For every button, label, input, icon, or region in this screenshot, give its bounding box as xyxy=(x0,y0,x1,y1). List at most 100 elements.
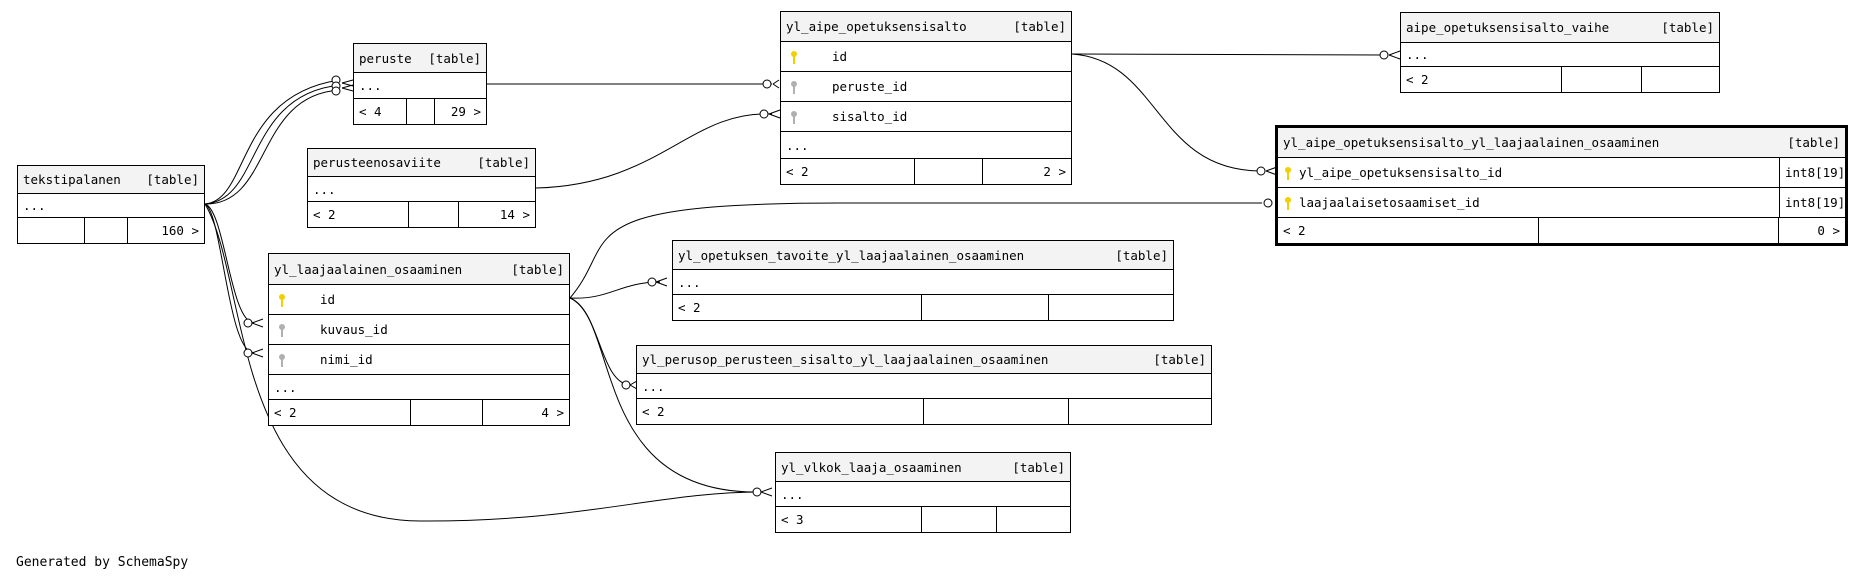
table-peruste[interactable]: peruste [table] ... < 4 29 > xyxy=(353,43,487,125)
column-yl-aipe-opetuksensisalto-id: yl_aipe_opetuksensisalto_id xyxy=(1299,165,1503,180)
edge-end-circle xyxy=(759,109,769,119)
edge-end-circle xyxy=(1263,198,1273,208)
footer-next[interactable] xyxy=(996,507,1070,532)
footer-mid xyxy=(408,202,458,227)
edge-end-circle xyxy=(243,348,253,358)
edge-end-circle xyxy=(1256,166,1266,176)
footer-prev[interactable]: < 2 xyxy=(678,300,701,315)
footer-prev[interactable] xyxy=(18,218,84,243)
footer-prev[interactable]: < 2 xyxy=(274,405,297,420)
edge-laaja-focus xyxy=(569,202,1262,299)
footer-prev[interactable]: < 2 xyxy=(1406,72,1429,87)
table-yl-aipe-opetuksensisalto[interactable]: yl_aipe_opetuksensisalto [table] id perus… xyxy=(780,11,1072,185)
footer-next[interactable]: 14 > xyxy=(458,202,535,227)
footer-next[interactable]: 2 > xyxy=(982,159,1071,184)
table-name: perusteenosaviite xyxy=(313,155,441,170)
footer-mid xyxy=(1538,218,1778,243)
column-type: int8[19] xyxy=(1779,158,1845,187)
primary-key-icon xyxy=(1285,196,1291,210)
table-yl-perusop-perusteen-sisalto-yl-laajaalainen-osaaminen[interactable]: yl_perusop_perusteen_sisalto_yl_laajaala… xyxy=(636,345,1212,425)
footer-mid xyxy=(921,507,996,532)
table-name: yl_perusop_perusteen_sisalto_yl_laajaala… xyxy=(642,352,1049,367)
primary-key-icon xyxy=(279,293,285,307)
column-peruste-id: peruste_id xyxy=(832,79,908,94)
generated-by-label: Generated by SchemaSpy xyxy=(16,555,189,570)
foreign-key-icon xyxy=(279,353,285,367)
edge-laaja-vlkok xyxy=(569,297,761,493)
footer-next[interactable]: 0 > xyxy=(1778,218,1845,243)
footer-next[interactable]: 160 > xyxy=(127,218,204,243)
footer-next[interactable]: 29 > xyxy=(434,99,486,124)
table-tag: [table] xyxy=(477,155,530,170)
footer-prev[interactable]: < 2 xyxy=(786,164,809,179)
edge-opetuksensisalto-vaihe xyxy=(1071,53,1386,56)
more-columns: ... xyxy=(678,274,701,290)
more-columns: ... xyxy=(642,378,665,394)
table-tag: [table] xyxy=(1661,20,1714,35)
column-kuvaus-id: kuvaus_id xyxy=(320,322,388,337)
primary-key-icon xyxy=(1285,166,1291,180)
footer-next[interactable] xyxy=(1048,295,1173,320)
table-perusteenosaviite[interactable]: perusteenosaviite [table] ... < 2 14 > xyxy=(307,148,536,228)
column-type: int8[19] xyxy=(1779,188,1845,217)
table-yl-laajaalainen-osaaminen[interactable]: yl_laajaalainen_osaaminen[table] id kuva… xyxy=(268,253,570,426)
table-yl-vlkok-laaja-osaaminen[interactable]: yl_vlkok_laaja_osaaminen [table] ... < 3 xyxy=(775,452,1071,533)
footer-prev[interactable]: < 3 xyxy=(781,512,804,527)
table-tag: [table] xyxy=(1787,135,1840,150)
edge-opetuksensisalto-focus xyxy=(1071,53,1261,172)
table-tag: [table] xyxy=(428,50,481,66)
edge-laaja-tavoite xyxy=(569,281,661,299)
footer-prev[interactable]: < 4 xyxy=(359,104,382,119)
table-yl-aipe-opetuksensisalto-yl-laajaalainen-osaaminen[interactable]: yl_aipe_opetuksensisalto_yl_laajaalainen… xyxy=(1275,125,1848,246)
footer-prev[interactable]: < 2 xyxy=(313,207,336,222)
footer-mid xyxy=(921,295,1048,320)
more-columns: ... xyxy=(786,137,809,153)
edge-tekstipalanen-kuvaus xyxy=(204,203,255,324)
edge-end-circle xyxy=(1379,50,1389,60)
more-columns: ... xyxy=(313,181,336,197)
footer-mid xyxy=(914,159,982,184)
footer-prev[interactable]: < 2 xyxy=(642,404,665,419)
table-name: aipe_opetuksensisalto_vaihe xyxy=(1406,20,1610,35)
foreign-key-icon xyxy=(791,110,797,124)
edge-end-circle xyxy=(647,277,657,287)
table-tekstipalanen[interactable]: tekstipalanen[table] ... 160 > xyxy=(17,165,205,244)
table-name: yl_opetuksen_tavoite_yl_laajaalainen_osa… xyxy=(678,247,1025,263)
table-name: tekstipalanen xyxy=(23,172,121,187)
footer-mid xyxy=(923,399,1068,424)
footer-mid xyxy=(406,99,434,124)
footer-next[interactable] xyxy=(1641,67,1719,92)
footer-prev[interactable]: < 2 xyxy=(1283,223,1306,238)
footer-mid xyxy=(84,218,127,243)
table-name: peruste xyxy=(359,50,412,66)
table-tag: [table] xyxy=(1013,19,1066,34)
primary-key-icon xyxy=(791,50,797,64)
foreign-key-icon xyxy=(791,80,797,94)
edge-end-circle xyxy=(243,318,253,328)
table-tag: [table] xyxy=(511,261,564,277)
table-name: yl_aipe_opetuksensisalto xyxy=(786,19,967,34)
table-tag: [table] xyxy=(1012,459,1065,475)
table-aipe-opetuksensisalto-vaihe[interactable]: aipe_opetuksensisalto_vaihe [table] ... <… xyxy=(1400,12,1720,93)
column-laajaalaisetosaamiset-id: laajaalaisetosaamiset_id xyxy=(1299,195,1480,210)
edge-tekstipalanen-peruste-3 xyxy=(204,89,341,205)
table-name: yl_laajaalainen_osaaminen xyxy=(274,261,463,277)
more-columns: ... xyxy=(781,486,804,502)
more-columns: ... xyxy=(1406,47,1429,62)
footer-mid xyxy=(1561,67,1641,92)
edge-perusteenosaviite-opetuksensisalto xyxy=(535,113,773,189)
edge-tekstipalanen-vlkok xyxy=(204,203,761,522)
table-tag: [table] xyxy=(1153,352,1206,367)
footer-next[interactable]: 4 > xyxy=(482,400,569,425)
more-columns: ... xyxy=(359,78,382,93)
footer-next[interactable] xyxy=(1068,399,1211,424)
edge-end-circle xyxy=(752,487,762,497)
edge-end-circle xyxy=(621,380,631,390)
table-tag: [table] xyxy=(1115,247,1168,263)
table-tag: [table] xyxy=(146,172,199,187)
table-yl-opetuksen-tavoite-yl-laajaalainen-osaaminen[interactable]: yl_opetuksen_tavoite_yl_laajaalainen_osa… xyxy=(672,240,1174,321)
column-id: id xyxy=(832,49,848,64)
more-columns: ... xyxy=(274,379,297,395)
table-name: yl_vlkok_laaja_osaaminen xyxy=(781,459,962,475)
